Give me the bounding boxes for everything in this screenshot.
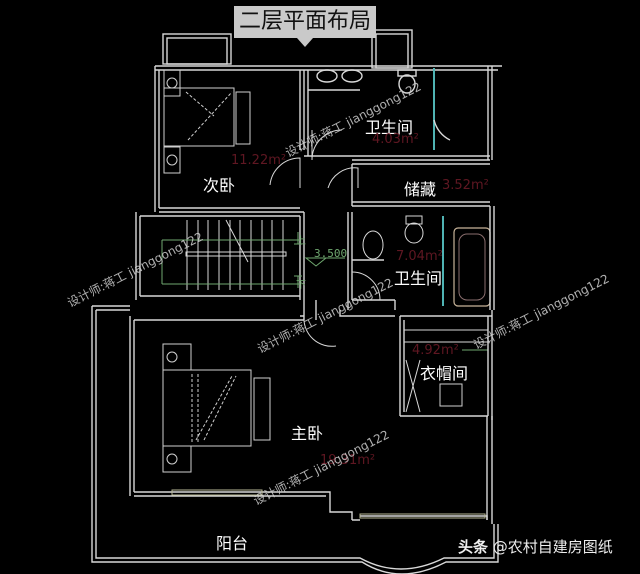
source-watermark: 头条 @农村自建房图纸 bbox=[458, 536, 613, 557]
second-bedroom-bed bbox=[163, 69, 251, 174]
title-pointer-icon bbox=[297, 38, 313, 47]
stair-up-label: 上 bbox=[296, 236, 306, 247]
bay-window-left bbox=[162, 33, 232, 65]
area-label-walk-in-closet: 4.92m² bbox=[412, 343, 459, 358]
area-label-upper-bathroom: 4.03m² bbox=[372, 132, 419, 147]
plan-title: 二层平面布局 bbox=[234, 6, 376, 38]
area-label-lower-bathroom: 7.04m² bbox=[396, 249, 443, 264]
room-label-upper-bathroom: 卫生间 bbox=[365, 118, 414, 137]
master-bedroom-bed bbox=[162, 343, 271, 473]
area-label-storage: 3.52m² bbox=[442, 178, 489, 193]
room-label-master-bedroom: 主卧 bbox=[291, 424, 324, 443]
bay-window-right bbox=[371, 29, 413, 69]
lower-bathroom-walls bbox=[347, 206, 495, 310]
upper-bathroom-walls bbox=[304, 66, 493, 160]
master-bedroom-walls bbox=[129, 300, 493, 524]
second-bedroom-walls bbox=[154, 66, 305, 213]
walk-in-closet-walls bbox=[399, 310, 493, 420]
room-label-lower-bathroom: 卫生间 bbox=[394, 269, 443, 288]
stair-down-label: 下 bbox=[296, 280, 306, 291]
source-platform: 头条 bbox=[458, 538, 489, 556]
area-label-second-bedroom: 11.22m² bbox=[231, 153, 287, 168]
staircase bbox=[135, 212, 345, 300]
room-label-second-bedroom: 次卧 bbox=[203, 176, 236, 195]
room-label-walk-in-closet: 衣帽间 bbox=[420, 364, 469, 383]
room-label-storage: 储藏 bbox=[404, 180, 437, 199]
storage-walls bbox=[351, 159, 490, 207]
stair-elevation-label: 3.500 bbox=[314, 247, 348, 260]
source-handle: @农村自建房图纸 bbox=[492, 538, 613, 556]
room-label-balcony: 阳台 bbox=[216, 534, 249, 553]
area-label-master-bedroom: 19.31m² bbox=[320, 453, 376, 468]
balcony-walls bbox=[91, 305, 499, 574]
